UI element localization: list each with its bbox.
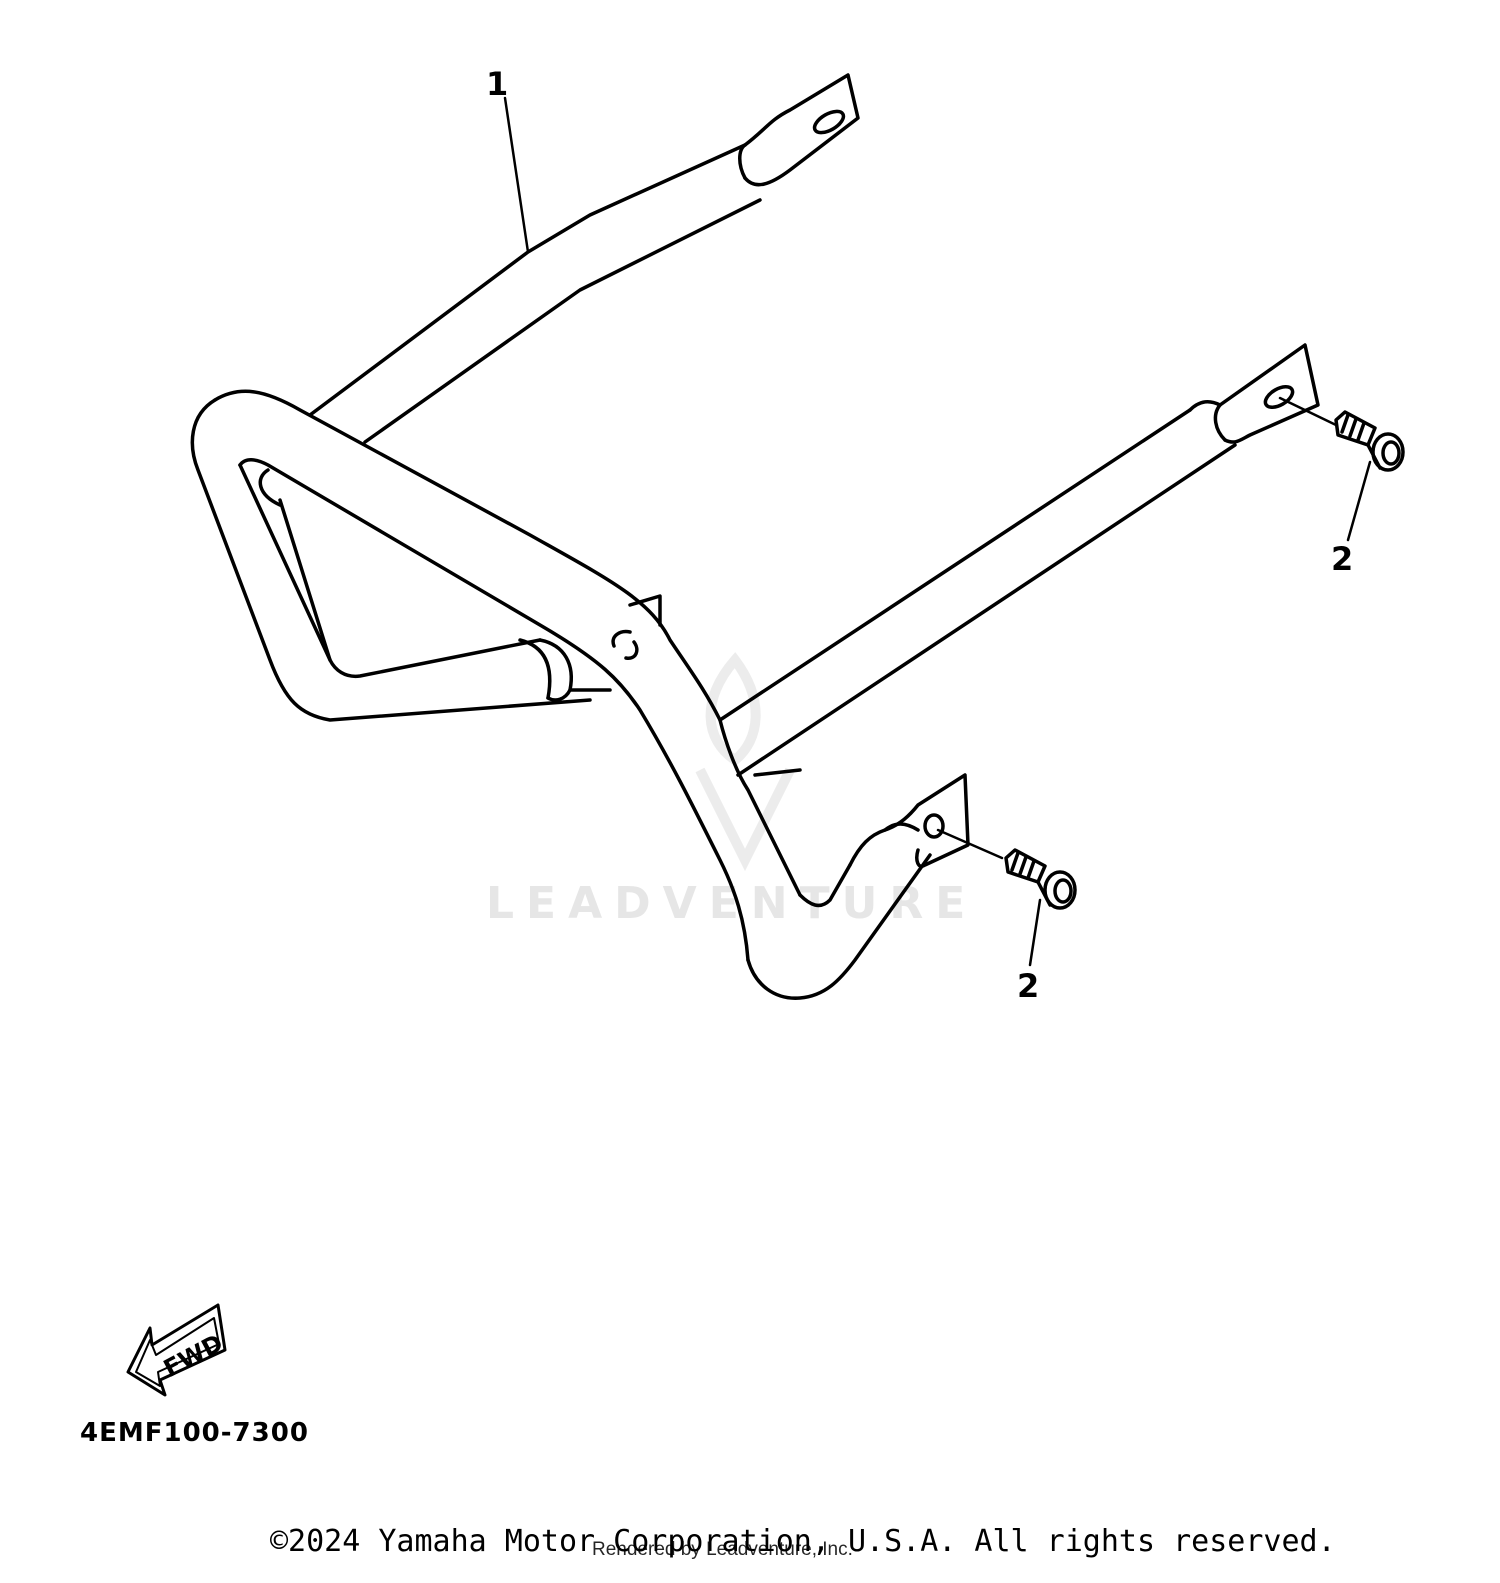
watermark-logo-icon (695, 652, 795, 872)
callout-2-lower[interactable]: 2 (1017, 967, 1039, 1005)
callout-2-upper[interactable]: 2 (1331, 540, 1353, 578)
watermark-text: LEADVENTURE (486, 878, 978, 929)
fwd-arrow-icon (126, 1303, 227, 1397)
leader-line-2a (1346, 460, 1372, 542)
leader-line-1 (503, 96, 530, 254)
fwd-label: FWD (159, 1329, 228, 1383)
frame-bar[interactable] (190, 73, 1320, 1000)
callout-1[interactable]: 1 (486, 65, 508, 103)
leader-line-2b (1028, 898, 1042, 967)
rendered-by-text: Rendered by Leadventure, Inc. (592, 1539, 853, 1560)
bolt-lower[interactable] (936, 828, 1077, 910)
diagram-code: 4EMF100-7300 (80, 1418, 309, 1448)
bolt-upper[interactable] (1278, 396, 1405, 472)
copyright-text: ©2024 Yamaha Motor Corporation, U.S.A. A… (270, 1524, 1336, 1559)
